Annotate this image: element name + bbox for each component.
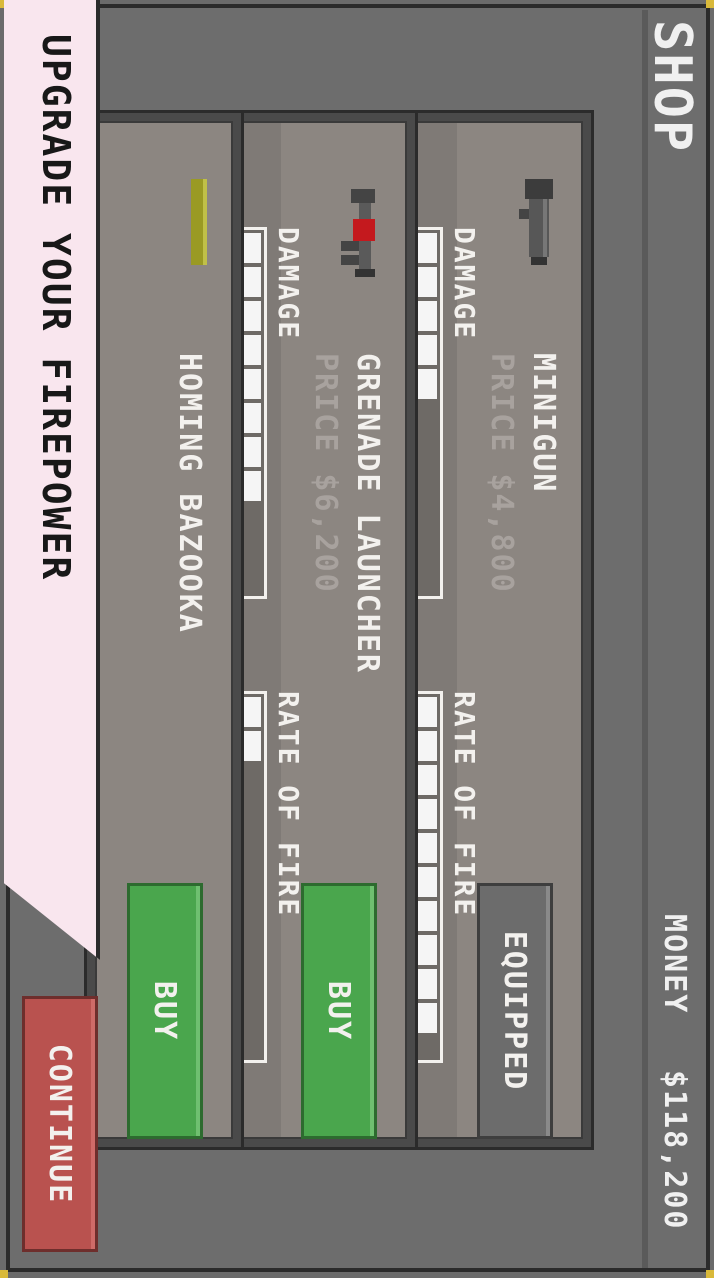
- bar-segment: [417, 1003, 437, 1033]
- weapon-card-body: GRENADE LAUNCHER PRICE $6,200 DAMAGE RAT…: [221, 121, 407, 1139]
- bar-segment: [417, 301, 437, 331]
- bar-segment: [241, 471, 261, 501]
- homing-bazooka-icon: [191, 179, 207, 265]
- bar-segment: [417, 935, 437, 965]
- title-divider: [642, 10, 648, 1268]
- bar-segment: [417, 799, 437, 829]
- minigun-icon: [519, 179, 553, 265]
- weapon-card-homing-bazooka: HOMING BAZOOKA BUY: [84, 110, 244, 1150]
- weapon-price: PRICE $4,800: [484, 353, 519, 594]
- weapon-card-body: HOMING BAZOOKA BUY: [95, 121, 233, 1139]
- bar-segment: [417, 833, 437, 863]
- damage-label: DAMAGE: [272, 227, 305, 341]
- weapon-card-minigun: MINIGUN PRICE $4,800 DAMAGE RATE OF FIRE…: [386, 110, 594, 1150]
- bar-segment: [417, 901, 437, 931]
- weapon-card-body: MINIGUN PRICE $4,800 DAMAGE RATE OF FIRE…: [397, 121, 583, 1139]
- bar-segment: [417, 969, 437, 999]
- bar-segment: [241, 437, 261, 467]
- weapon-price: PRICE $6,200: [308, 353, 343, 594]
- bar-segment: [241, 403, 261, 433]
- bar-segment: [417, 765, 437, 795]
- bar-segment: [241, 233, 261, 263]
- bar-segment: [417, 731, 437, 761]
- continue-button[interactable]: CONTINUE: [22, 996, 98, 1252]
- frame-corner: [706, 1270, 714, 1278]
- bar-segment: [417, 267, 437, 297]
- shop-title: SHOP: [642, 20, 702, 154]
- weapon-name: HOMING BAZOOKA: [172, 353, 207, 634]
- bar-segment: [241, 267, 261, 297]
- bar-segment: [417, 369, 437, 399]
- frame-corner: [0, 1270, 8, 1278]
- bar-segment: [417, 233, 437, 263]
- grenade-launcher-icon: [341, 189, 375, 277]
- buy-button[interactable]: BUY: [301, 883, 377, 1139]
- bar-segment: [241, 369, 261, 399]
- money-value: $118,200: [657, 1070, 692, 1231]
- equipped-button[interactable]: EQUIPPED: [477, 883, 553, 1139]
- money-label: MONEY: [657, 914, 692, 1015]
- weapon-name: GRENADE LAUNCHER: [350, 353, 385, 674]
- banner-text: UPGRADE YOUR FIREPOWER: [34, 34, 78, 582]
- bar-segment: [241, 697, 261, 727]
- frame-corner: [706, 0, 714, 8]
- bar-segment: [241, 731, 261, 761]
- bar-segment: [417, 697, 437, 727]
- weapon-name: MINIGUN: [526, 353, 561, 494]
- bar-segment: [241, 301, 261, 331]
- weapon-card-grenade-launcher: GRENADE LAUNCHER PRICE $6,200 DAMAGE RAT…: [210, 110, 418, 1150]
- buy-button[interactable]: BUY: [127, 883, 203, 1139]
- bar-segment: [417, 867, 437, 897]
- bar-segment: [417, 335, 437, 365]
- bar-segment: [241, 335, 261, 365]
- damage-label: DAMAGE: [448, 227, 481, 341]
